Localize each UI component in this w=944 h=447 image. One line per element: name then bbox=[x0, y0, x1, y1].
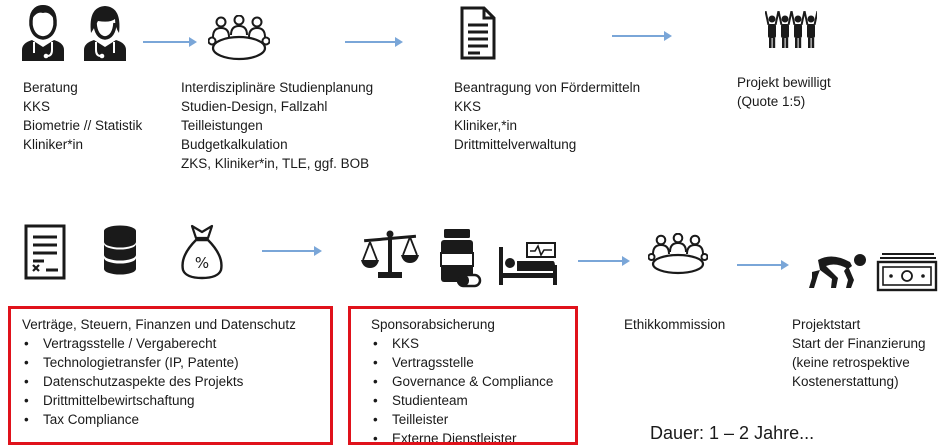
flow-arrow bbox=[578, 256, 630, 266]
bewilligt-line: (Quote 1:5) bbox=[737, 94, 806, 109]
antrag-line: Kliniker,*in bbox=[454, 118, 518, 133]
start-line: Kostenerstattung) bbox=[792, 374, 899, 389]
money-bag-icon: % bbox=[178, 222, 226, 280]
list-item: Tax Compliance bbox=[22, 410, 296, 429]
medicine-bottle-icon bbox=[438, 227, 482, 289]
meeting-table-icon bbox=[208, 15, 270, 65]
contract-icon bbox=[24, 224, 66, 280]
start-line: Projektstart bbox=[792, 317, 861, 332]
planung-line: Teilleistungen bbox=[181, 118, 263, 133]
start-line: (keine retrospektive bbox=[792, 355, 910, 370]
ethik-label: Ethikkommission bbox=[624, 317, 726, 332]
banknote-icon bbox=[876, 250, 938, 292]
beratung-text: Beratung KKS Biometrie // Statistik Klin… bbox=[23, 78, 142, 154]
flow-arrow bbox=[612, 31, 672, 41]
planung-line: Studien-Design, Fallzahl bbox=[181, 99, 328, 114]
people-celebrating-icon bbox=[765, 9, 817, 49]
svg-text:%: % bbox=[195, 254, 209, 272]
list-item: Vertragsstelle bbox=[371, 353, 553, 372]
vertraege-box: Verträge, Steuern, Finanzen und Datensch… bbox=[8, 306, 333, 445]
beratung-line: Kliniker*in bbox=[23, 137, 84, 152]
flow-arrow bbox=[143, 37, 197, 47]
planung-line: ZKS, Kliniker*in, TLE, ggf. BOB bbox=[181, 156, 370, 171]
duration-text: Dauer: 1 – 2 Jahre... bbox=[650, 423, 815, 443]
list-item: Vertragsstelle / Vergaberecht bbox=[22, 334, 296, 353]
sponsor-heading: Sponsorabsicherung bbox=[371, 317, 495, 332]
ethikkommission-text: Ethikkommission bbox=[624, 315, 725, 334]
flow-arrow bbox=[737, 260, 789, 270]
projekt-bewilligt-text: Projekt bewilligt (Quote 1:5) bbox=[737, 73, 831, 111]
antrag-line: Beantragung von Fördermitteln bbox=[454, 80, 641, 95]
sponsor-list: KKS Vertragsstelle Governance & Complian… bbox=[371, 334, 553, 442]
doctor-male-icon bbox=[20, 3, 66, 61]
sponsor-box: Sponsorabsicherung KKS Vertragsstelle Go… bbox=[348, 306, 578, 445]
scales-icon bbox=[360, 228, 420, 280]
runner-start-icon bbox=[808, 244, 870, 290]
list-item: Datenschutzaspekte des Projekts bbox=[22, 372, 296, 391]
meeting-group-icon bbox=[648, 233, 708, 277]
vertraege-heading: Verträge, Steuern, Finanzen und Datensch… bbox=[22, 317, 296, 332]
beratung-line: KKS bbox=[23, 99, 51, 114]
hospital-bed-icon bbox=[497, 241, 559, 287]
list-item: Studienteam bbox=[371, 391, 553, 410]
beratung-line: Beratung bbox=[23, 80, 78, 95]
list-item: Externe Dienstleister bbox=[371, 429, 553, 442]
antrag-line: Drittmittelverwaltung bbox=[454, 137, 577, 152]
planung-line: Interdisziplinäre Studienplanung bbox=[181, 80, 374, 95]
flow-arrow bbox=[345, 37, 403, 47]
antrag-line: KKS bbox=[454, 99, 482, 114]
foerdermittel-text: Beantragung von Fördermitteln KKS Klinik… bbox=[454, 78, 640, 154]
document-icon bbox=[460, 6, 496, 60]
list-item: Technologietransfer (IP, Patente) bbox=[22, 353, 296, 372]
studienplanung-text: Interdisziplinäre Studienplanung Studien… bbox=[181, 78, 373, 173]
list-item: Teilleister bbox=[371, 410, 553, 429]
list-item: Drittmittelbewirtschaftung bbox=[22, 391, 296, 410]
vertraege-list: Vertragsstelle / Vergaberecht Technologi… bbox=[22, 334, 296, 429]
beratung-line: Biometrie // Statistik bbox=[23, 118, 143, 133]
doctor-female-icon bbox=[82, 3, 128, 61]
list-item: KKS bbox=[371, 334, 553, 353]
planung-line: Budgetkalkulation bbox=[181, 137, 288, 152]
start-line: Start der Finanzierung bbox=[792, 336, 926, 351]
list-item: Governance & Compliance bbox=[371, 372, 553, 391]
database-icon bbox=[102, 224, 138, 276]
projektstart-text: Projektstart Start der Finanzierung (kei… bbox=[792, 315, 926, 391]
flow-arrow bbox=[262, 246, 322, 256]
bewilligt-line: Projekt bewilligt bbox=[737, 75, 831, 90]
